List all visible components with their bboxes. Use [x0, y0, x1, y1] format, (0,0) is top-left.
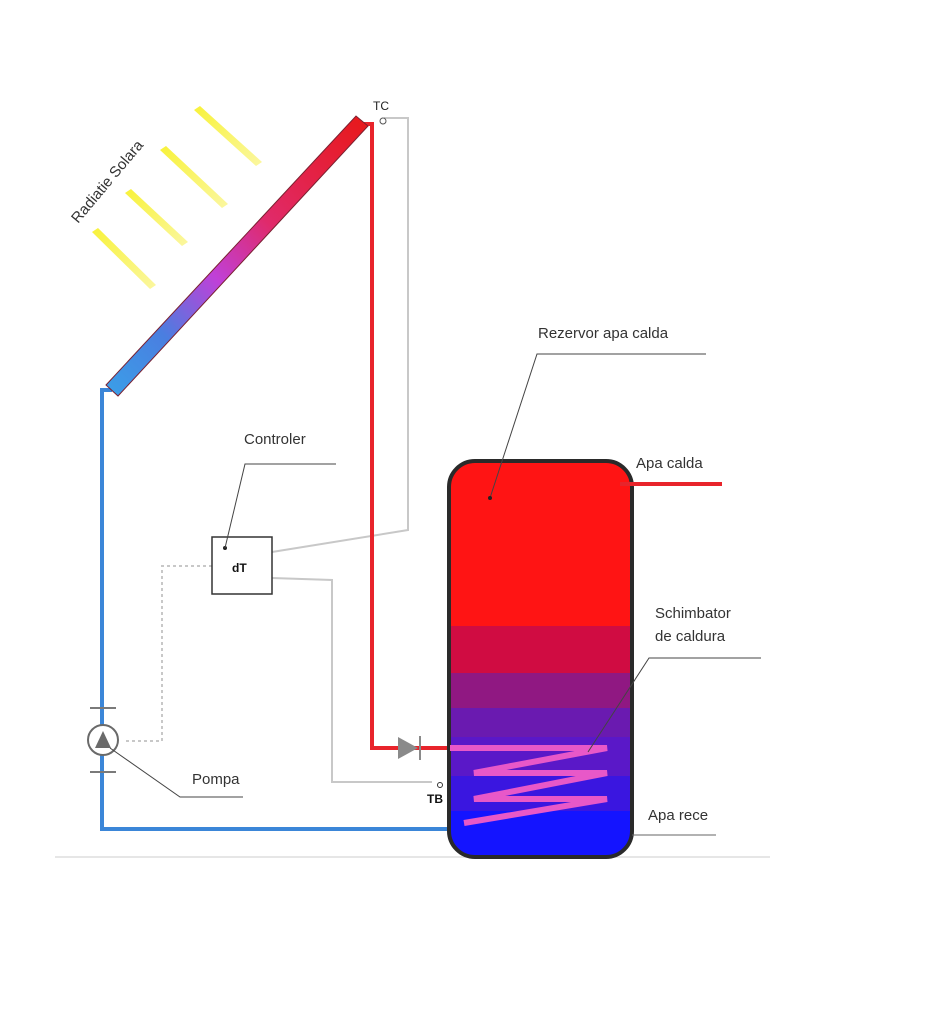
sun-rays	[92, 106, 262, 289]
solar-collector	[105, 115, 369, 397]
heat-exchanger-coil	[450, 745, 608, 826]
controller-leader-line	[224, 463, 336, 549]
tank-sensor-wire	[271, 577, 432, 783]
tank-leader-dot	[488, 496, 492, 500]
pump-control-wire	[124, 565, 212, 742]
pump-icon	[87, 707, 119, 773]
controller-symbol: dT	[232, 561, 247, 575]
pump-label: Pompa	[192, 771, 240, 788]
tank-label: Rezervor apa calda	[538, 325, 669, 342]
collector-sensor-wire	[271, 117, 409, 553]
hot-flow-pipe	[361, 122, 450, 750]
exchanger-label-line1: Schimbator	[655, 605, 731, 622]
controller-box	[211, 536, 273, 595]
sensor-wires	[124, 117, 432, 783]
hot-water-label: Apa calda	[636, 455, 703, 472]
check-valve-icon	[398, 736, 421, 760]
pump-leader-line	[109, 747, 243, 798]
tank-sensor-label: TB	[427, 792, 443, 806]
collector-sensor-label: TC	[373, 99, 389, 113]
controller-label: Controler	[244, 431, 306, 448]
tank-sensor-icon	[437, 782, 443, 788]
solar-radiation-label: Radiatie Solara	[68, 137, 147, 227]
collector-sensor-icon	[379, 117, 387, 125]
sun-ray	[92, 228, 156, 289]
cold-return-pipe	[100, 388, 455, 831]
sun-ray	[194, 106, 262, 166]
cold-water-label: Apa rece	[648, 807, 708, 824]
tank-leader-line	[489, 353, 706, 499]
exchanger-label-line2: de caldura	[655, 628, 726, 645]
sun-ray	[125, 189, 188, 246]
exchanger-leader-line	[587, 657, 761, 753]
sun-ray	[160, 146, 228, 208]
storage-tank	[447, 459, 634, 859]
